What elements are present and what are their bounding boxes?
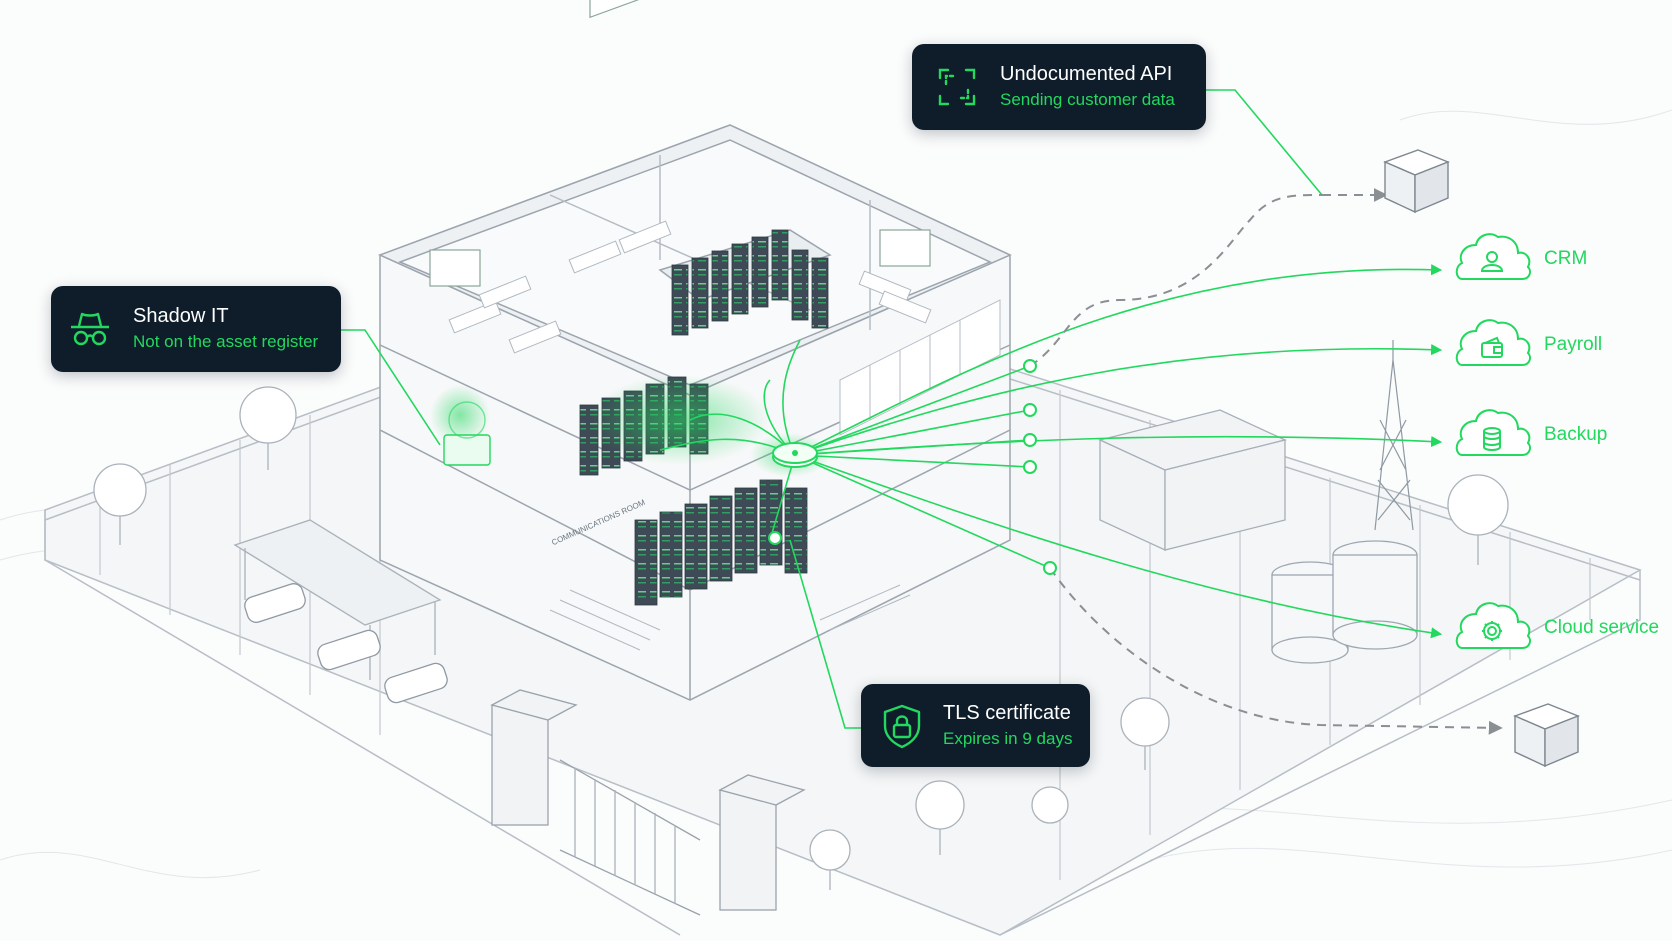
network-glow	[430, 375, 830, 477]
database-icon	[1483, 427, 1501, 451]
callout-title: Shadow IT	[133, 305, 229, 327]
scan-frame-icon	[938, 68, 976, 106]
service-label: Backup	[1544, 424, 1608, 445]
user-icon	[1480, 251, 1504, 272]
service-label: Payroll	[1544, 334, 1603, 355]
gear-icon	[1482, 621, 1502, 641]
storage-tanks	[1271, 540, 1418, 664]
wallet-icon	[1481, 336, 1503, 358]
parked-cars	[244, 583, 448, 704]
shield-lock-icon	[883, 704, 921, 748]
callout-title: Undocumented API	[1000, 63, 1173, 85]
trees	[93, 386, 1509, 890]
cloud-icon	[1455, 319, 1531, 366]
radio-tower	[1374, 340, 1414, 531]
shadow-it-device	[443, 401, 491, 466]
gray-dashed-paths	[1029, 188, 1503, 735]
service-label: Cloud service	[1544, 617, 1660, 638]
callout-subtitle: Sending customer data	[1000, 90, 1175, 109]
central-network-switch	[772, 442, 818, 468]
callout-tls-certificate: TLS certificate Expires in 9 days	[861, 684, 1090, 767]
spy-incognito-icon	[71, 312, 109, 346]
callout-title: TLS certificate	[943, 701, 1071, 724]
service-cloud-service: Cloud service	[1452, 598, 1659, 658]
callout-shadow-it: Shadow IT Not on the asset register	[51, 286, 341, 372]
service-payroll: Payroll	[1452, 315, 1602, 375]
port-nodes	[768, 359, 1057, 575]
main-building	[378, 0, 1012, 701]
service-label: CRM	[1544, 248, 1588, 269]
service-backup: Backup	[1452, 405, 1607, 465]
service-crm: CRM	[1452, 229, 1587, 289]
callout-undocumented-api: Undocumented API Sending customer data	[912, 44, 1206, 130]
cloud-icon	[1455, 233, 1531, 280]
cloud-icon	[1455, 409, 1531, 456]
outbuilding	[1098, 409, 1287, 552]
callout-subtitle: Not on the asset register	[133, 332, 319, 351]
callout-subtitle: Expires in 9 days	[943, 728, 1073, 748]
unknown-endpoint-cube-top	[1383, 149, 1450, 214]
entrance-gate	[490, 689, 806, 916]
cloud-icon	[1455, 602, 1531, 649]
unknown-endpoint-cube-bottom	[1513, 703, 1580, 768]
